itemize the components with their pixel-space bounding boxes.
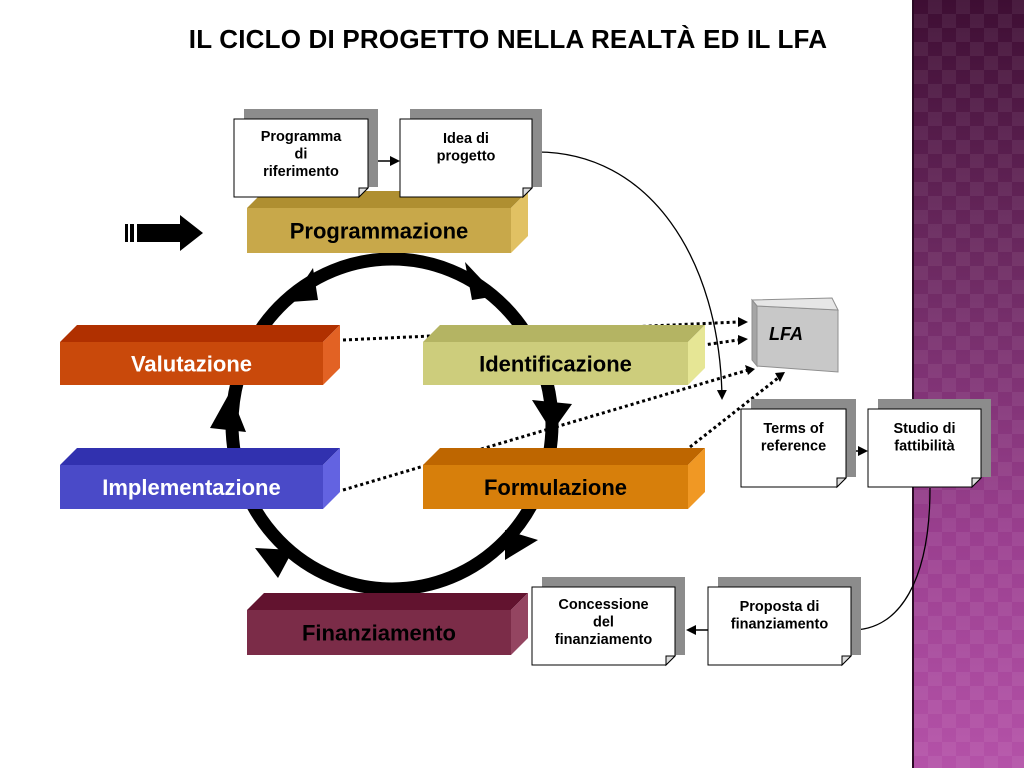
page-title: IL CICLO DI PROGETTO NELLA REALTÀ ED IL … — [188, 24, 828, 54]
stage-valutazione: Valutazione — [60, 325, 340, 385]
cycle-arrows-icon — [210, 252, 572, 596]
stage-identificazione: Identificazione — [423, 325, 705, 385]
decorative-sidebar — [912, 0, 1024, 768]
document-idea: Idea di progetto — [399, 109, 542, 199]
document-line: Programma — [261, 129, 343, 145]
document-line: Idea di — [443, 131, 489, 147]
lfa-box: LFA — [750, 297, 839, 373]
document-line: Studio di — [893, 421, 955, 437]
striped-right-arrow-icon — [125, 215, 203, 251]
document-line: reference — [761, 439, 826, 455]
document-line: progetto — [437, 149, 496, 165]
stage-label-formulazione: Formulazione — [484, 475, 627, 500]
stage-label-implementazione: Implementazione — [102, 475, 280, 500]
document-proposta: Proposta di finanziamento — [707, 577, 861, 667]
document-studio: Studio di fattibilità — [867, 399, 991, 489]
stage-finanziamento: Finanziamento — [247, 593, 528, 655]
lfa-label: LFA — [769, 324, 803, 344]
stage-implementazione: Implementazione — [60, 448, 340, 509]
document-line: Proposta di — [740, 599, 820, 615]
document-line: del — [593, 615, 614, 631]
stage-label-valutazione: Valutazione — [131, 352, 252, 377]
stage-label-finanziamento: Finanziamento — [302, 621, 456, 646]
document-line: di — [295, 147, 308, 163]
document-line: finanziamento — [731, 617, 829, 633]
document-line: riferimento — [263, 164, 339, 180]
document-terms: Terms of reference — [740, 399, 856, 489]
document-line: finanziamento — [555, 632, 653, 648]
stage-label-identificazione: Identificazione — [479, 352, 632, 377]
stage-formulazione: Formulazione — [423, 448, 705, 509]
document-line: fattibilità — [894, 439, 955, 455]
stage-label-programmazione: Programmazione — [290, 219, 469, 244]
stage-programmazione: Programmazione — [247, 191, 528, 253]
document-line: Concessione — [558, 597, 648, 613]
document-line: Terms of — [763, 421, 823, 437]
